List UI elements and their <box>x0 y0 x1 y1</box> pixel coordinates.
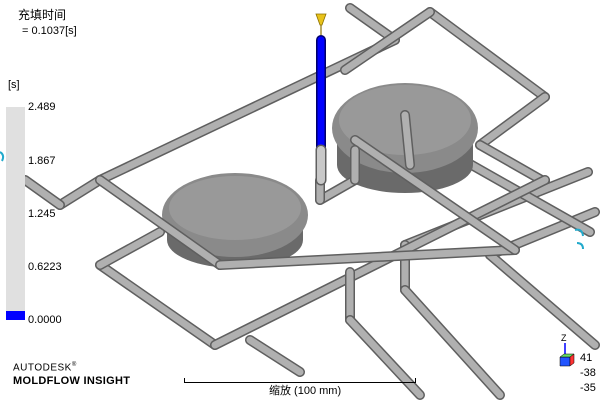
legend-tick-4: 0.6223 <box>28 261 62 273</box>
current-fill-time: = 0.1037[s] <box>22 25 77 37</box>
scale-label: 缩放 (100 mm) <box>269 385 342 397</box>
triad-axis-z-label: Z <box>561 333 567 343</box>
feed-runner <box>95 110 520 270</box>
result-title: 充填时间 <box>18 8 67 22</box>
legend-tick-2: 1.867 <box>28 155 56 167</box>
injection-nozzle-icon[interactable] <box>315 13 327 35</box>
cavity-part-left <box>162 173 308 268</box>
cooling-channel-back <box>20 3 400 210</box>
autodesk-logo: AUTODESK® <box>13 362 77 374</box>
xyz-triad-icon[interactable]: Z <box>557 333 581 369</box>
coolant-inlet-icon <box>0 151 584 250</box>
legend-unit: [s] <box>8 79 20 91</box>
coordinate-readout-2: -38 <box>580 367 596 379</box>
coordinate-readout-3: -35 <box>580 382 596 394</box>
legend-tick-min: 0.0000 <box>28 314 62 326</box>
scale-bar <box>184 378 416 383</box>
legend-tick-max: 2.489 <box>28 101 56 113</box>
cooling-channel-top-loop <box>340 7 550 187</box>
moldflow-insight-logo: MOLDFLOW INSIGHT <box>13 375 131 387</box>
legend-tick-3: 1.245 <box>28 208 56 220</box>
coordinate-readout-1: 41 <box>580 352 593 364</box>
color-legend-bar[interactable] <box>6 107 25 320</box>
legend-filled-portion <box>6 311 25 320</box>
